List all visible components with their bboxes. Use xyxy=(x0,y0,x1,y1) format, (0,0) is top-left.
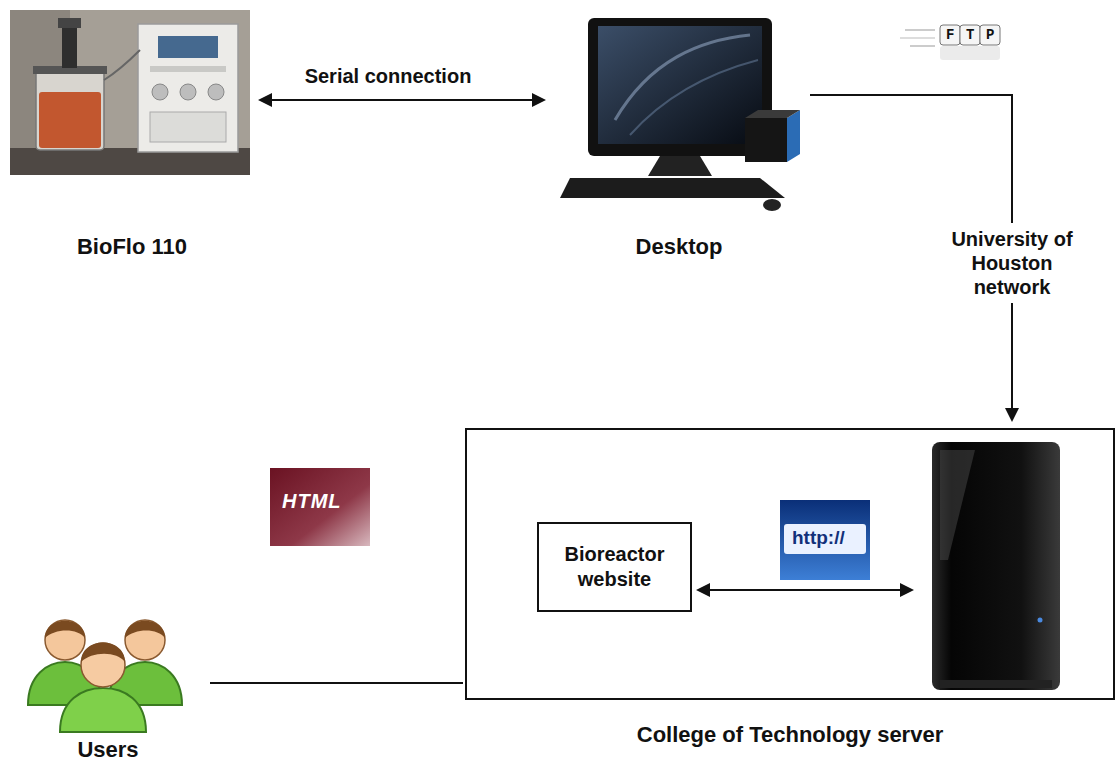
users-node: Users xyxy=(8,605,208,763)
http-icon xyxy=(780,500,870,580)
node-text: Desktop xyxy=(548,234,810,260)
photo-node: BioFlo 110 xyxy=(8,8,256,260)
connector-line xyxy=(210,682,463,684)
http-text: http:// xyxy=(792,527,845,549)
arrowhead xyxy=(258,93,272,107)
html-icon xyxy=(270,468,370,546)
html-text: HTML xyxy=(282,490,342,513)
node-text: Users xyxy=(8,737,208,763)
ftp-text: FTP xyxy=(946,27,1006,43)
bioreactor-photo xyxy=(10,10,250,175)
edge-label: University of Houston network xyxy=(932,223,1092,303)
website-box: Bioreactor website xyxy=(537,522,692,612)
node-text: College of Technology server xyxy=(467,722,1113,748)
computer-node: Desktop xyxy=(548,10,810,260)
server-box: College of Technology serverBioreactor w… xyxy=(465,428,1115,700)
desktop-computer xyxy=(560,18,800,211)
users-icon xyxy=(28,620,182,732)
http-arrow xyxy=(696,583,914,597)
server-tower xyxy=(932,442,1060,690)
node-text: BioFlo 110 xyxy=(8,234,256,260)
arrowhead xyxy=(532,93,546,107)
connector xyxy=(258,93,546,107)
edge-label: Serial connection xyxy=(305,64,472,88)
node-text: Bioreactor website xyxy=(551,542,678,592)
connector xyxy=(210,683,463,684)
connector-line xyxy=(270,99,534,101)
arrowhead xyxy=(1005,408,1019,422)
